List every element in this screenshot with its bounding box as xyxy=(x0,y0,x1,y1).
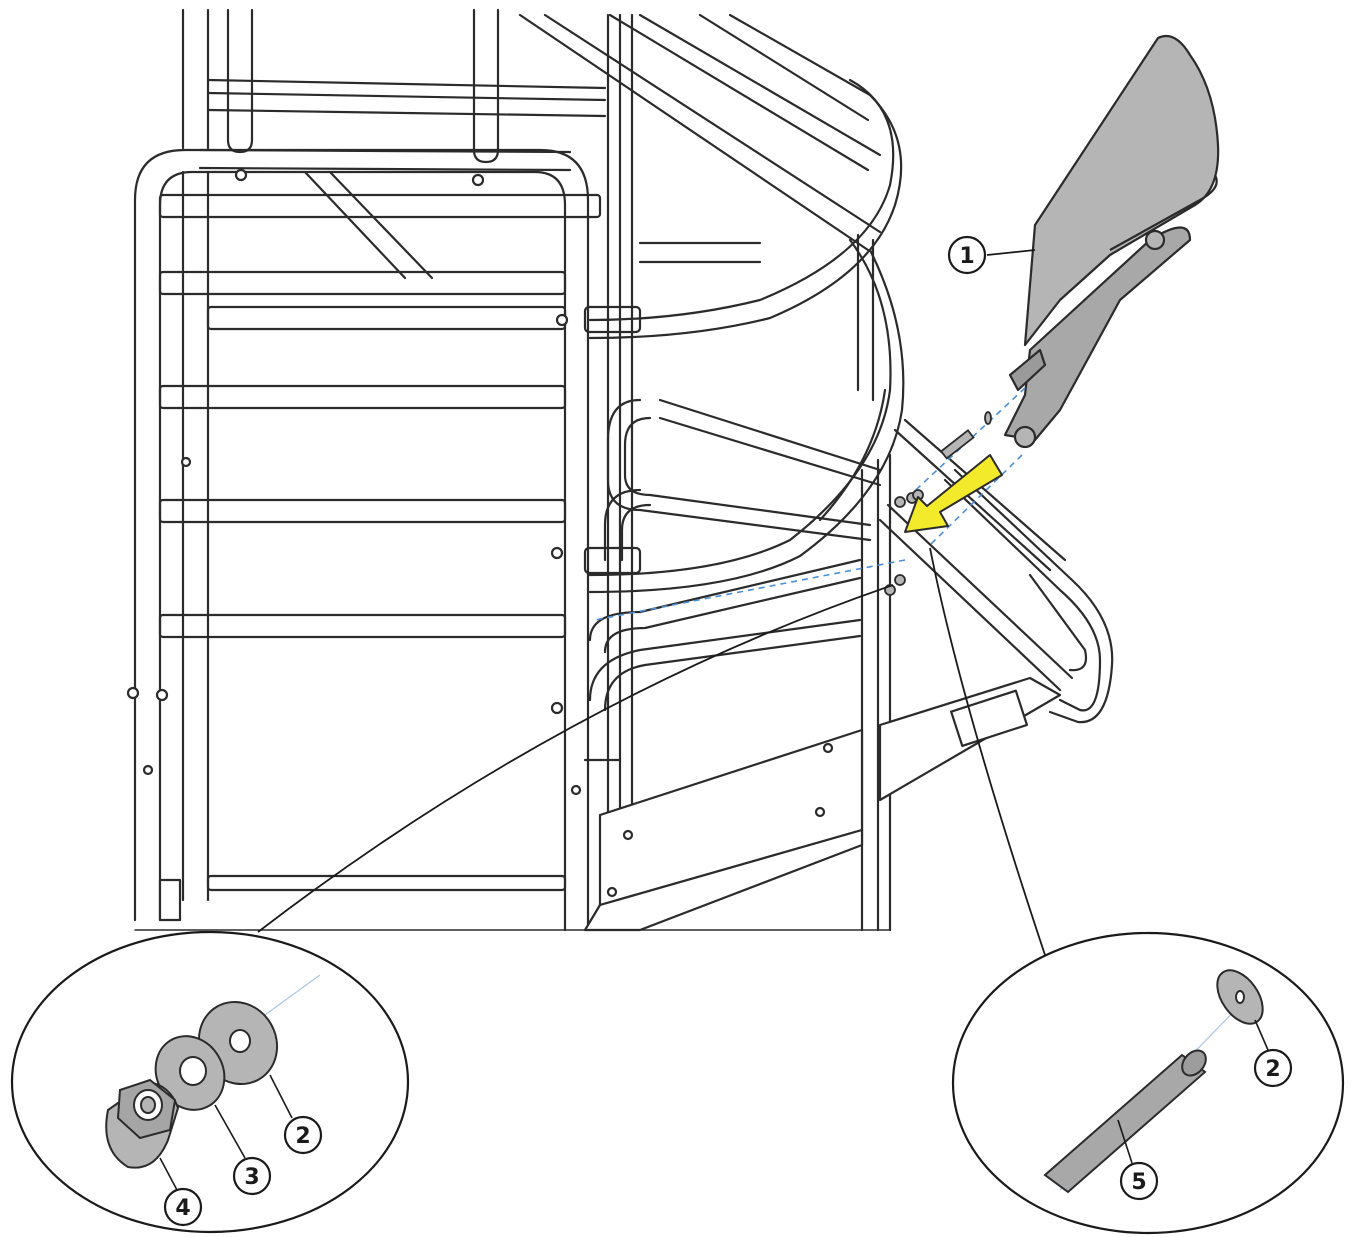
detail-circle-fasteners xyxy=(10,930,410,1234)
callout-4: 4 xyxy=(163,1187,203,1227)
detail-circle-pin xyxy=(951,931,1345,1235)
left-handrail-posts xyxy=(181,8,500,164)
leader-lines xyxy=(257,249,1046,956)
svg-text:2: 2 xyxy=(1265,1057,1280,1082)
callout-2-right: 2 xyxy=(1253,1048,1293,1088)
cap-nut xyxy=(105,1078,180,1169)
svg-text:1: 1 xyxy=(959,244,974,269)
svg-text:4: 4 xyxy=(175,1196,190,1221)
callout-1: 1 xyxy=(947,235,987,275)
tread-plates xyxy=(158,676,1062,932)
callout-2-left: 2 xyxy=(283,1115,323,1155)
svg-text:5: 5 xyxy=(1131,1170,1146,1195)
alignment-lines xyxy=(594,387,1026,621)
rungs xyxy=(158,193,602,892)
svg-text:2: 2 xyxy=(295,1124,310,1149)
left-u-frame xyxy=(133,148,590,932)
step-loops xyxy=(588,398,882,712)
direction-arrow xyxy=(904,454,1003,533)
frame-bolts xyxy=(126,168,582,796)
outer-rail-loop xyxy=(943,468,1114,724)
rear-brace xyxy=(303,170,434,280)
top-rails xyxy=(198,78,607,172)
callout-5: 5 xyxy=(1119,1161,1159,1201)
right-stringer xyxy=(860,418,1074,932)
seat-panel xyxy=(1003,34,1220,449)
pin-washer xyxy=(1216,969,1264,1025)
stair-frame xyxy=(126,8,1114,932)
upper-stringers xyxy=(518,13,882,252)
pin-hardware xyxy=(884,411,992,596)
spring-washer xyxy=(154,1035,226,1111)
callout-3: 3 xyxy=(232,1156,272,1196)
tread-holes xyxy=(606,742,834,898)
svg-text:3: 3 xyxy=(244,1165,259,1190)
pin xyxy=(1043,1049,1207,1194)
